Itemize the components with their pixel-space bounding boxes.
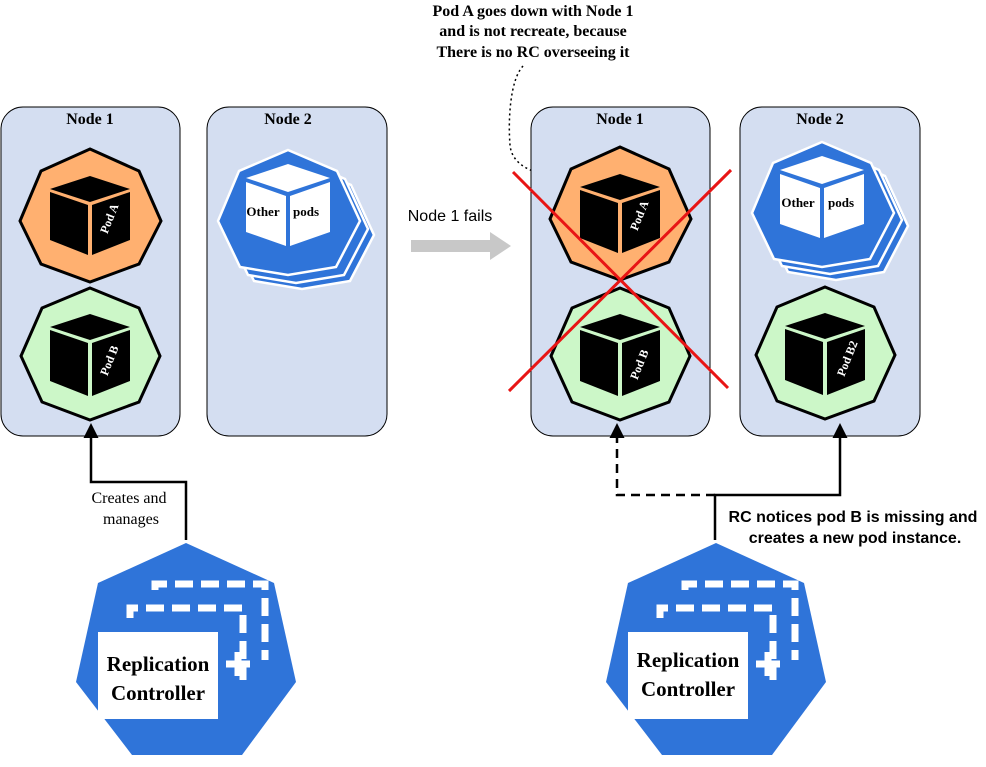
creates-label-line2: manages [103,511,159,528]
arrow-right-icon [411,232,511,260]
other-pods-label-right-after: pods [828,195,854,210]
pod-cube-icon [50,314,130,396]
node2-label: Node 2 [264,111,312,128]
rc-label-line1-after: Replication [637,648,740,672]
pod-a: Pod A [18,147,163,284]
note-line2: and is not recreate, because [439,23,626,40]
pod-b: Pod B [19,286,162,422]
rc-label-line1: Replication [107,652,210,676]
transition-label: Node 1 fails [408,208,493,225]
pod-b-after: Pod B [549,286,692,422]
pod-cube-icon [580,174,660,253]
rc-label-line2-after: Controller [641,677,735,701]
pod-cube-icon [785,313,865,395]
other-pods: Other pods [216,148,376,291]
other-pods-label-right: pods [293,204,319,219]
creates-label-line1: Creates and [91,490,166,507]
other-pods-label-left: Other [246,204,279,219]
before-panel: Node 1 Node 2 Pod A Pod B [0,106,388,755]
node1-label-after: Node 1 [596,111,644,128]
arrow-to-node2 [713,423,848,540]
pod-b2: Pod B2 [754,285,897,421]
red-cross-icon [507,168,733,393]
pod-cube-icon [580,314,660,396]
replication-controller-icon: Replication Controller [606,543,826,755]
pod-cube-icon [780,156,864,238]
note-line1: Pod A goes down with Node 1 [433,3,634,20]
other-pods-after: Other pods [750,140,910,282]
rc-note-line1: RC notices pod B is missing and [729,509,978,526]
note-line3: There is no RC overseeing it [436,44,630,61]
manages-arrow [83,423,188,540]
other-pods-label-left-after: Other [781,195,814,210]
pod-cube-icon [50,176,130,255]
rc-label-line2: Controller [111,681,205,705]
dashed-arrow-to-node1 [609,423,715,497]
rc-note-line2: creates a new pod instance. [749,530,962,547]
node2-label-after: Node 2 [796,111,844,128]
pod-cube-icon [246,164,330,246]
node1-label: Node 1 [66,111,114,128]
replication-controller-icon: Replication Controller [76,543,296,755]
transition: Node 1 fails [408,208,511,260]
after-panel: Pod A goes down with Node 1 and is not r… [433,3,978,755]
